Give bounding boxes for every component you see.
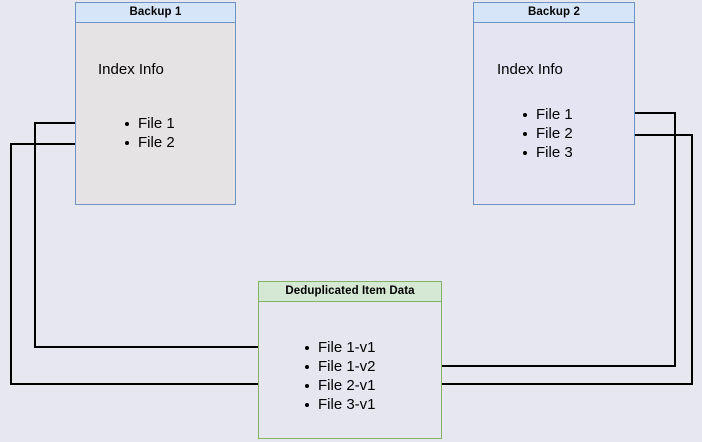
- backup-1-node[interactable]: Backup 1: [75, 2, 236, 205]
- backup-1-body: [75, 23, 236, 205]
- list-item[interactable]: File 1: [522, 105, 573, 124]
- backup-2-body: [473, 23, 635, 205]
- backup-2-index-info-label: Index Info: [497, 61, 563, 78]
- list-item[interactable]: File 2-v1: [304, 376, 376, 395]
- backup-2-file-list: File 1 File 2 File 3: [522, 105, 573, 162]
- backup-2-title: Backup 2: [473, 2, 635, 23]
- list-item[interactable]: File 1-v1: [304, 338, 376, 357]
- list-item[interactable]: File 3-v1: [304, 395, 376, 414]
- backup-1-file-list: File 1 File 2: [124, 114, 175, 152]
- list-item[interactable]: File 3: [522, 143, 573, 162]
- list-item[interactable]: File 2: [124, 133, 175, 152]
- deduplicated-item-data-title: Deduplicated Item Data: [258, 281, 442, 302]
- deduplicated-item-data-body: [258, 302, 442, 439]
- backup-1-title: Backup 1: [75, 2, 236, 23]
- deduplicated-item-list: File 1-v1 File 1-v2 File 2-v1 File 3-v1: [304, 338, 376, 414]
- list-item[interactable]: File 2: [522, 124, 573, 143]
- list-item[interactable]: File 1: [124, 114, 175, 133]
- backup-1-index-info-label: Index Info: [98, 61, 164, 78]
- backup-2-node[interactable]: Backup 2: [473, 2, 635, 205]
- deduplicated-item-data-node[interactable]: Deduplicated Item Data: [258, 281, 442, 439]
- list-item[interactable]: File 1-v2: [304, 357, 376, 376]
